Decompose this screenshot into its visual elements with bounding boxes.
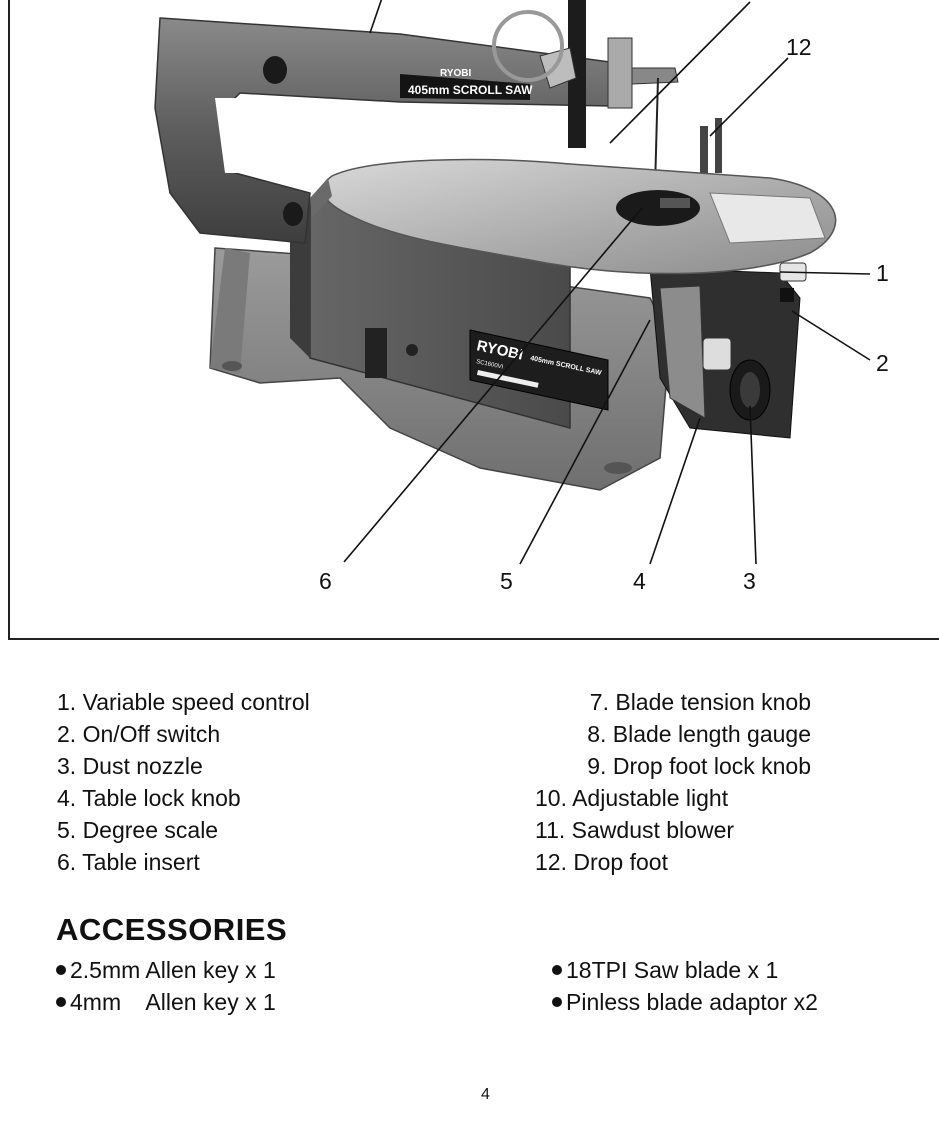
accessory-label: 18TPI Saw blade x 1 <box>566 957 779 983</box>
callout-3: 3 <box>743 568 756 594</box>
table-lock-knob-shape <box>702 337 732 371</box>
parts-list-right: 7. Blade tension knob 8. Blade length ga… <box>535 686 811 878</box>
part-item: 8. Blade length gauge <box>587 721 811 747</box>
bullet-icon <box>56 997 66 1007</box>
accessory-label: Pinless blade adaptor x2 <box>566 989 818 1015</box>
name-plate: RYOBI 405mm SCROLL SAW SC1600VI <box>469 329 609 411</box>
accessory-item: 18TPI Saw blade x 1 <box>552 954 818 986</box>
part-item: 1. Variable speed control <box>57 689 310 715</box>
part-item: 5. Degree scale <box>57 817 219 843</box>
part-item: 7. Blade tension knob <box>589 689 811 715</box>
accessory-label: 4mm Allen key x 1 <box>70 989 276 1015</box>
callout-4: 4 <box>633 568 646 594</box>
accessory-item: Pinless blade adaptor x2 <box>552 986 818 1018</box>
plate-model-code: SC1600VI <box>476 359 504 371</box>
scroll-saw-illustration: RYOBI 405mm SCROLL SAW SC1600VI 405mm SC… <box>154 0 871 565</box>
parts-list-left: 1. Variable speed control 2. On/Off swit… <box>57 686 310 878</box>
callout-5: 5 <box>500 568 513 594</box>
part-item: 4. Table lock knob <box>57 785 241 811</box>
product-figure: RYOBI 405mm SCROLL SAW SC1600VI 405mm SC… <box>8 0 939 640</box>
accessories-title: ACCESSORIES <box>56 912 288 947</box>
accessories-list-right: 18TPI Saw blade x 1 Pinless blade adapto… <box>552 954 818 1018</box>
part-item: 6. Table insert <box>57 849 200 875</box>
part-item: 9. Drop foot lock knob <box>587 753 811 779</box>
arm-label: 405mm SCROLL SAW <box>408 83 533 97</box>
part-item: 11. Sawdust blower <box>535 817 735 843</box>
bullet-icon <box>552 997 562 1007</box>
part-item: 2. On/Off switch <box>57 721 221 747</box>
callout-leader-lines <box>343 0 871 565</box>
callout-6: 6 <box>319 568 332 594</box>
part-item: 10. Adjustable light <box>535 785 729 811</box>
callout-1: 1 <box>876 260 889 286</box>
accessory-item: 4mm Allen key x 1 <box>56 986 276 1018</box>
accessories-list-left: 2.5mm Allen key x 1 4mm Allen key x 1 <box>56 954 276 1018</box>
part-item: 3. Dust nozzle <box>57 753 203 779</box>
arm-brand: RYOBI <box>440 68 472 79</box>
callout-2: 2 <box>876 350 889 376</box>
bullet-icon <box>56 965 66 975</box>
part-item: 12. Drop foot <box>535 849 668 875</box>
saw-table-shape <box>322 158 837 275</box>
bullet-icon <box>552 965 562 975</box>
callout-12: 12 <box>786 34 812 60</box>
accessory-label: 2.5mm Allen key x 1 <box>70 957 276 983</box>
accessory-item: 2.5mm Allen key x 1 <box>56 954 276 986</box>
page-number: 4 <box>481 1086 490 1103</box>
